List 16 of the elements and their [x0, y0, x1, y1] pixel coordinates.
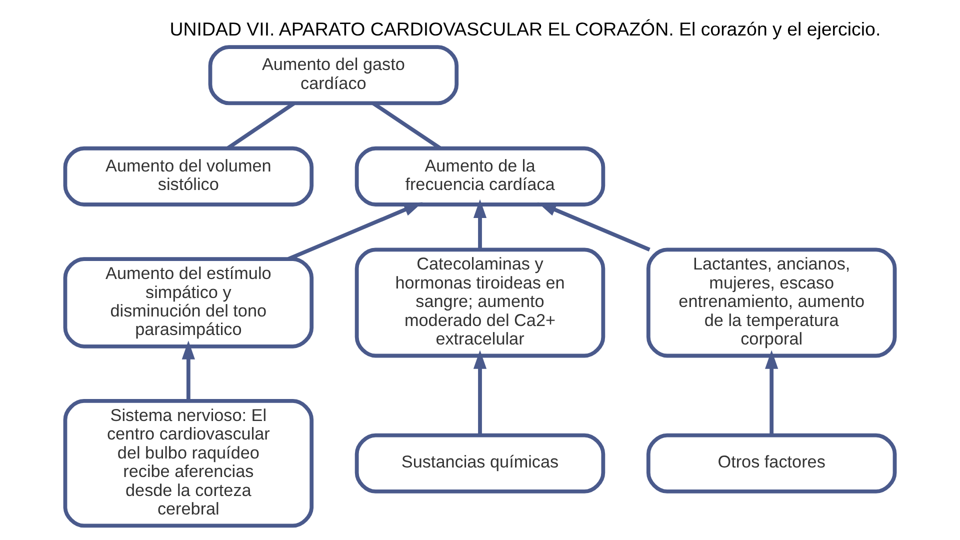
node-box: Catecolaminas y hormonas tiroideas en sangre; aumento moderado del Ca2+ extracelular [354, 248, 606, 358]
node-box: Aumento del estímulo simpático y disminución del tono parasimpático [63, 257, 314, 348]
arrow [288, 202, 423, 261]
arrow [765, 350, 778, 436]
node-box: Aumento del volumen sistólico [63, 146, 314, 206]
arrow [182, 340, 195, 401]
node-box: Aumento del gasto cardíaco [208, 45, 459, 106]
diagram-title: UNIDAD VII. APARATO CARDIOVASCULAR EL CORAZÓN. El corazón y el ejercicio. [170, 18, 881, 40]
node-box: Sustancias químicas [354, 433, 606, 494]
node-box: Sistema nervioso: El centro cardiovascular del bulbo raquídeo recibe aferencias desde la corteza cerebral [63, 399, 314, 528]
arrow [473, 350, 487, 436]
node-box: Aumento de la frecuencia cardíaca [354, 146, 606, 206]
arrow [538, 202, 650, 252]
node-box: Lactantes, ancianos, mujeres, escaso entrenamiento, aumento de la temperatura corporal [646, 248, 897, 358]
node-box: Otros factores [646, 433, 897, 494]
arrow [473, 199, 487, 250]
